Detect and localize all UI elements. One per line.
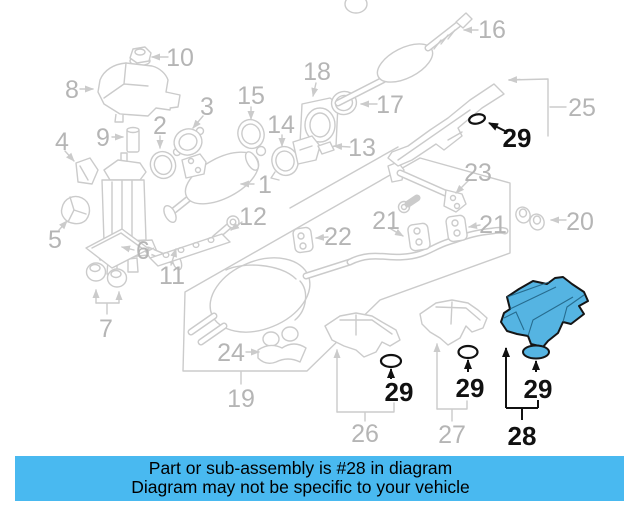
part-4 — [75, 157, 99, 185]
nuts-7 — [85, 262, 128, 288]
gasket-top — [344, 0, 368, 14]
callout-7: 7 — [99, 315, 113, 343]
seal-29-highlighted — [522, 344, 550, 360]
part-24 — [257, 326, 307, 365]
heat-shield-25 — [387, 83, 505, 167]
tail-pipe — [346, 226, 509, 266]
callout-5: 5 — [48, 226, 62, 254]
banner-line-2: Diagram may not be specific to your vehi… — [131, 477, 470, 497]
part-5 — [60, 195, 91, 225]
flange-plate — [181, 153, 207, 179]
part-9 — [126, 126, 140, 153]
hanger-21-left — [407, 222, 431, 252]
callout-9: 9 — [96, 124, 110, 152]
banner-line-1: Part or sub-assembly is #28 in diagram — [148, 458, 453, 478]
part-27-bracket — [433, 343, 468, 422]
highlighted-part-28 — [500, 276, 589, 420]
callout-25: 25 — [568, 94, 596, 122]
converter-1 — [163, 145, 267, 223]
info-banner: Part or sub-assembly is #28 in diagram D… — [15, 456, 624, 501]
part-13 — [292, 135, 335, 165]
support-23 — [387, 161, 467, 214]
callout-29: 29 — [524, 374, 553, 404]
seal-29-middle — [457, 344, 479, 360]
callout-16: 16 — [478, 16, 506, 44]
callout-20: 20 — [566, 208, 594, 236]
callout-11: 11 — [159, 262, 185, 290]
bracket-11 — [145, 233, 231, 267]
callout-22: 22 — [324, 223, 352, 251]
gray-arrows — [58, 26, 567, 356]
gasket-3 — [172, 126, 205, 157]
seal-29-group — [379, 113, 506, 379]
callout-21: 21 — [479, 211, 507, 239]
parts-line-art — [60, 0, 545, 365]
clamps-20 — [515, 206, 545, 231]
callout-10: 10 — [166, 44, 194, 72]
callout-26: 26 — [351, 420, 379, 448]
callout-8: 8 — [65, 76, 79, 104]
callout-3: 3 — [200, 93, 214, 121]
nut-10 — [129, 46, 152, 67]
callout-24: 24 — [217, 339, 245, 367]
heat-shield-28 — [500, 276, 589, 348]
seal-29-left — [379, 353, 403, 369]
hanger-22 — [292, 226, 314, 254]
subassembly-25-bracket — [508, 76, 567, 137]
gasket-2 — [149, 150, 177, 180]
gasket-6 — [85, 228, 150, 269]
callout-15: 15 — [237, 82, 265, 110]
callout-17: 17 — [376, 91, 404, 119]
callout-2: 2 — [153, 112, 167, 140]
part-28-bracket — [502, 347, 539, 420]
gasket-15 — [237, 118, 265, 150]
callout-29: 29 — [456, 373, 485, 403]
callout-6: 6 — [136, 237, 150, 265]
callout-23: 23 — [464, 159, 492, 187]
muffler-19 — [187, 257, 354, 346]
callout-27: 27 — [438, 421, 466, 449]
callout-29: 29 — [503, 123, 532, 153]
callout-13: 13 — [348, 134, 376, 162]
callout-21: 21 — [372, 207, 400, 235]
callout-14: 14 — [267, 111, 295, 139]
seal-29-top — [468, 113, 486, 125]
front-pipe-16 — [334, 12, 473, 107]
callout-12: 12 — [239, 203, 267, 231]
part-8 — [97, 62, 181, 123]
fastener-7-bracket — [92, 289, 123, 315]
part-26-bracket — [333, 349, 395, 422]
callout-4: 4 — [55, 128, 69, 156]
callout-19: 19 — [227, 385, 255, 413]
callout-18: 18 — [303, 58, 331, 86]
callout-1: 1 — [258, 171, 272, 199]
callout-28: 28 — [508, 421, 537, 451]
callout-29: 29 — [385, 377, 414, 407]
heat-shield-26 — [324, 312, 401, 358]
subassembly-19-box — [182, 146, 511, 385]
heat-shield-27 — [419, 299, 488, 346]
hanger-21-right — [445, 214, 468, 243]
